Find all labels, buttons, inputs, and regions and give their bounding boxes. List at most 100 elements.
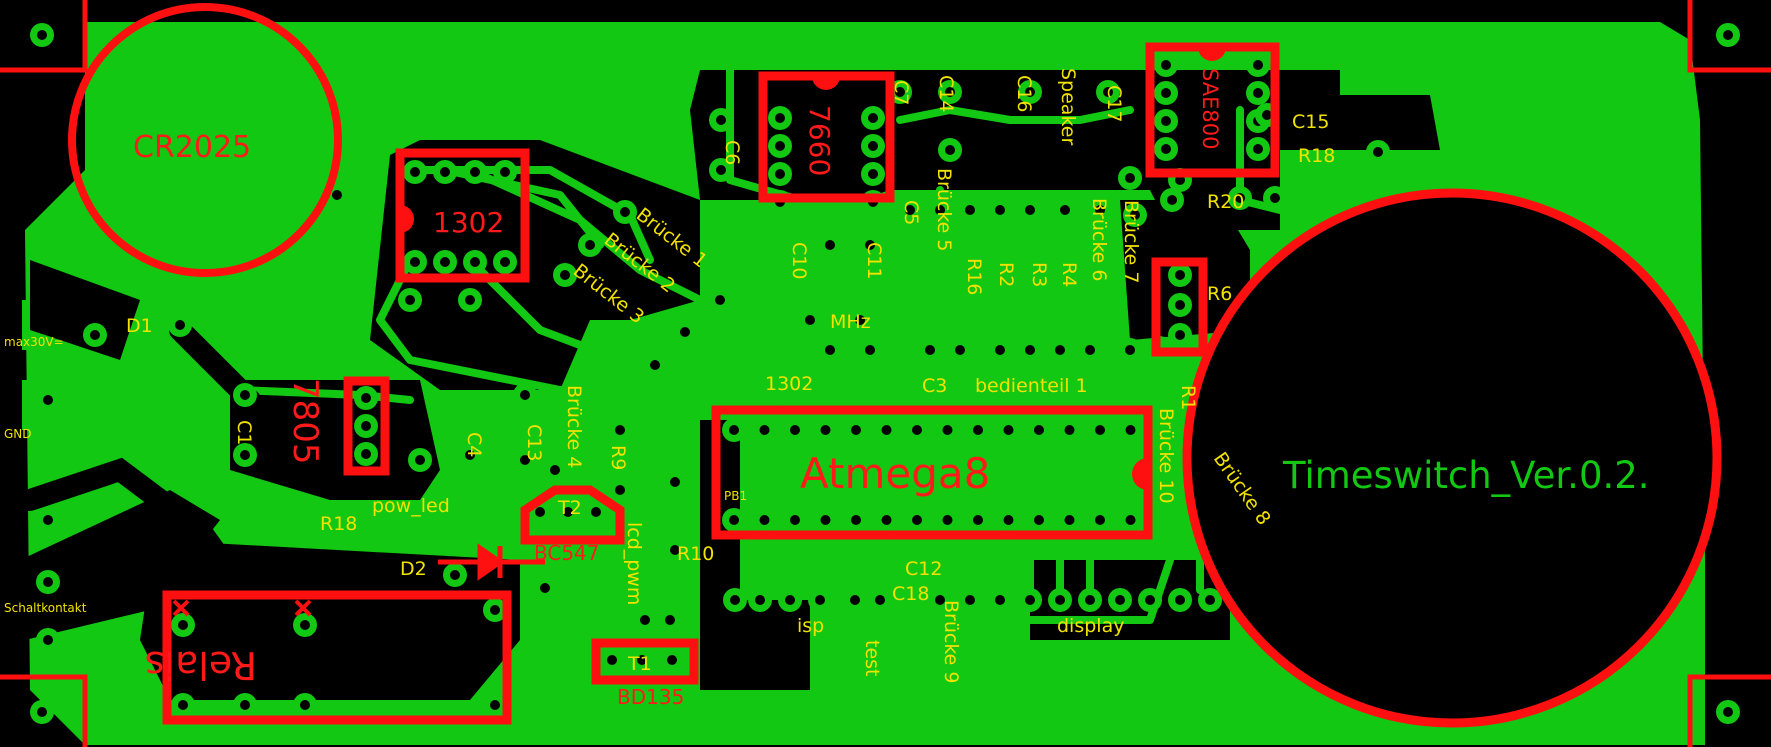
regulator-7805-outline (343, 376, 390, 476)
label-t2: T2 (557, 497, 582, 519)
t1-type-label: BD135 (617, 685, 684, 709)
pad-hole (1034, 515, 1044, 525)
pad-hole (995, 205, 1005, 215)
pad-hole (470, 257, 480, 267)
pad-hole (973, 515, 983, 525)
pad-hole (670, 477, 680, 487)
pad-hole (855, 315, 865, 325)
pad-hole (665, 615, 675, 625)
pad-hole (1060, 205, 1070, 215)
pad-hole (730, 595, 740, 605)
t2-outline (520, 485, 625, 545)
label-r18-right: R18 (1298, 145, 1335, 167)
label-d2: D2 (400, 558, 427, 580)
pad-hole (759, 425, 770, 435)
pad-hole (1175, 330, 1185, 340)
pad-hole (1161, 144, 1171, 154)
label-c17: C17 (1103, 85, 1125, 122)
pad-hole (1145, 595, 1155, 605)
label-c10: C10 (788, 242, 810, 279)
label-c14: C14 (935, 75, 957, 112)
pad-hole (868, 169, 878, 179)
pad-hole (775, 169, 785, 179)
pad-hole (450, 570, 460, 580)
pad-hole (490, 700, 500, 710)
label-r6: R6 (1207, 283, 1232, 305)
pad-hole (1175, 270, 1185, 280)
label-d1: D1 (126, 315, 153, 337)
atmega8-label: Atmega8 (800, 449, 990, 498)
pad-hole (361, 421, 371, 431)
pad-hole (1161, 116, 1171, 126)
pad-hole (881, 515, 892, 525)
pad-hole (410, 167, 420, 177)
label-c12: C12 (905, 558, 942, 580)
pad-hole (1025, 205, 1035, 215)
pad-hole (912, 515, 922, 525)
pad-hole (500, 167, 510, 177)
pad-hole (851, 515, 861, 525)
pad-hole (1115, 595, 1125, 605)
pad-hole (43, 635, 53, 645)
pad-hole (955, 345, 965, 355)
label-r9: R9 (607, 445, 629, 470)
pad-hole (615, 425, 625, 435)
pad-hole (361, 449, 371, 459)
pad-hole (729, 515, 739, 525)
pad-hole (43, 395, 53, 405)
label-r4: R4 (1058, 262, 1080, 287)
pad-hole (729, 425, 739, 435)
pad-hole (851, 425, 861, 435)
label-isp: isp (797, 615, 824, 637)
pad-hole (790, 515, 800, 525)
label-bruecke-6: Brücke 6 (1088, 198, 1110, 281)
pad-hole (1175, 300, 1185, 310)
pad-hole (1025, 87, 1035, 97)
pad-hole (440, 257, 450, 267)
label-c18: C18 (892, 583, 929, 605)
pad-hole (240, 390, 250, 400)
relay-outline (162, 590, 512, 725)
label-bruecke-9: Brücke 9 (940, 600, 962, 683)
label-bruecke-5: Brücke 5 (933, 168, 955, 251)
pad-hole (815, 595, 825, 605)
label-c7: C7 (890, 80, 912, 105)
pad-hole (935, 595, 945, 605)
pad-hole (1095, 425, 1105, 435)
label-r2: R2 (995, 262, 1017, 287)
pad-hole (300, 620, 310, 630)
pad-hole (405, 295, 415, 305)
pad-hole (759, 515, 770, 525)
regulator-label: 7805 (285, 378, 325, 465)
pad-hole (868, 113, 878, 123)
pad-hole (1103, 87, 1113, 97)
label-max30v: max30V= (4, 335, 64, 349)
pad-hole (535, 507, 545, 517)
label-pb1: PB1 (724, 489, 747, 503)
pad-hole (1167, 195, 1177, 205)
pad-hole (440, 167, 450, 177)
label-c15: C15 (1292, 111, 1329, 133)
label-c16: C16 (1013, 75, 1035, 112)
label-r18-left: R18 (320, 513, 357, 535)
ic-sae800-label: SAE800 (1198, 68, 1222, 149)
pad-hole (881, 425, 892, 435)
label-t1: T1 (627, 653, 652, 675)
label-r10: R10 (677, 543, 714, 565)
label-bruecke-10: Brücke 10 (1155, 408, 1177, 504)
pad-hole (1723, 707, 1733, 717)
label-mhz: MHz (830, 311, 871, 333)
pad-hole (865, 345, 875, 355)
pad-hole (415, 455, 425, 465)
battery-cr2025: CR2025 (68, 3, 342, 277)
pad-hole (410, 257, 420, 267)
pad-hole (1125, 345, 1135, 355)
pad-hole (1373, 147, 1383, 157)
pad-hole (670, 545, 680, 555)
pad-hole (1253, 60, 1263, 70)
pad-hole (500, 257, 510, 267)
label-1302: 1302 (765, 373, 813, 395)
pad-hole (90, 330, 100, 340)
label-r20: R20 (1207, 191, 1244, 213)
